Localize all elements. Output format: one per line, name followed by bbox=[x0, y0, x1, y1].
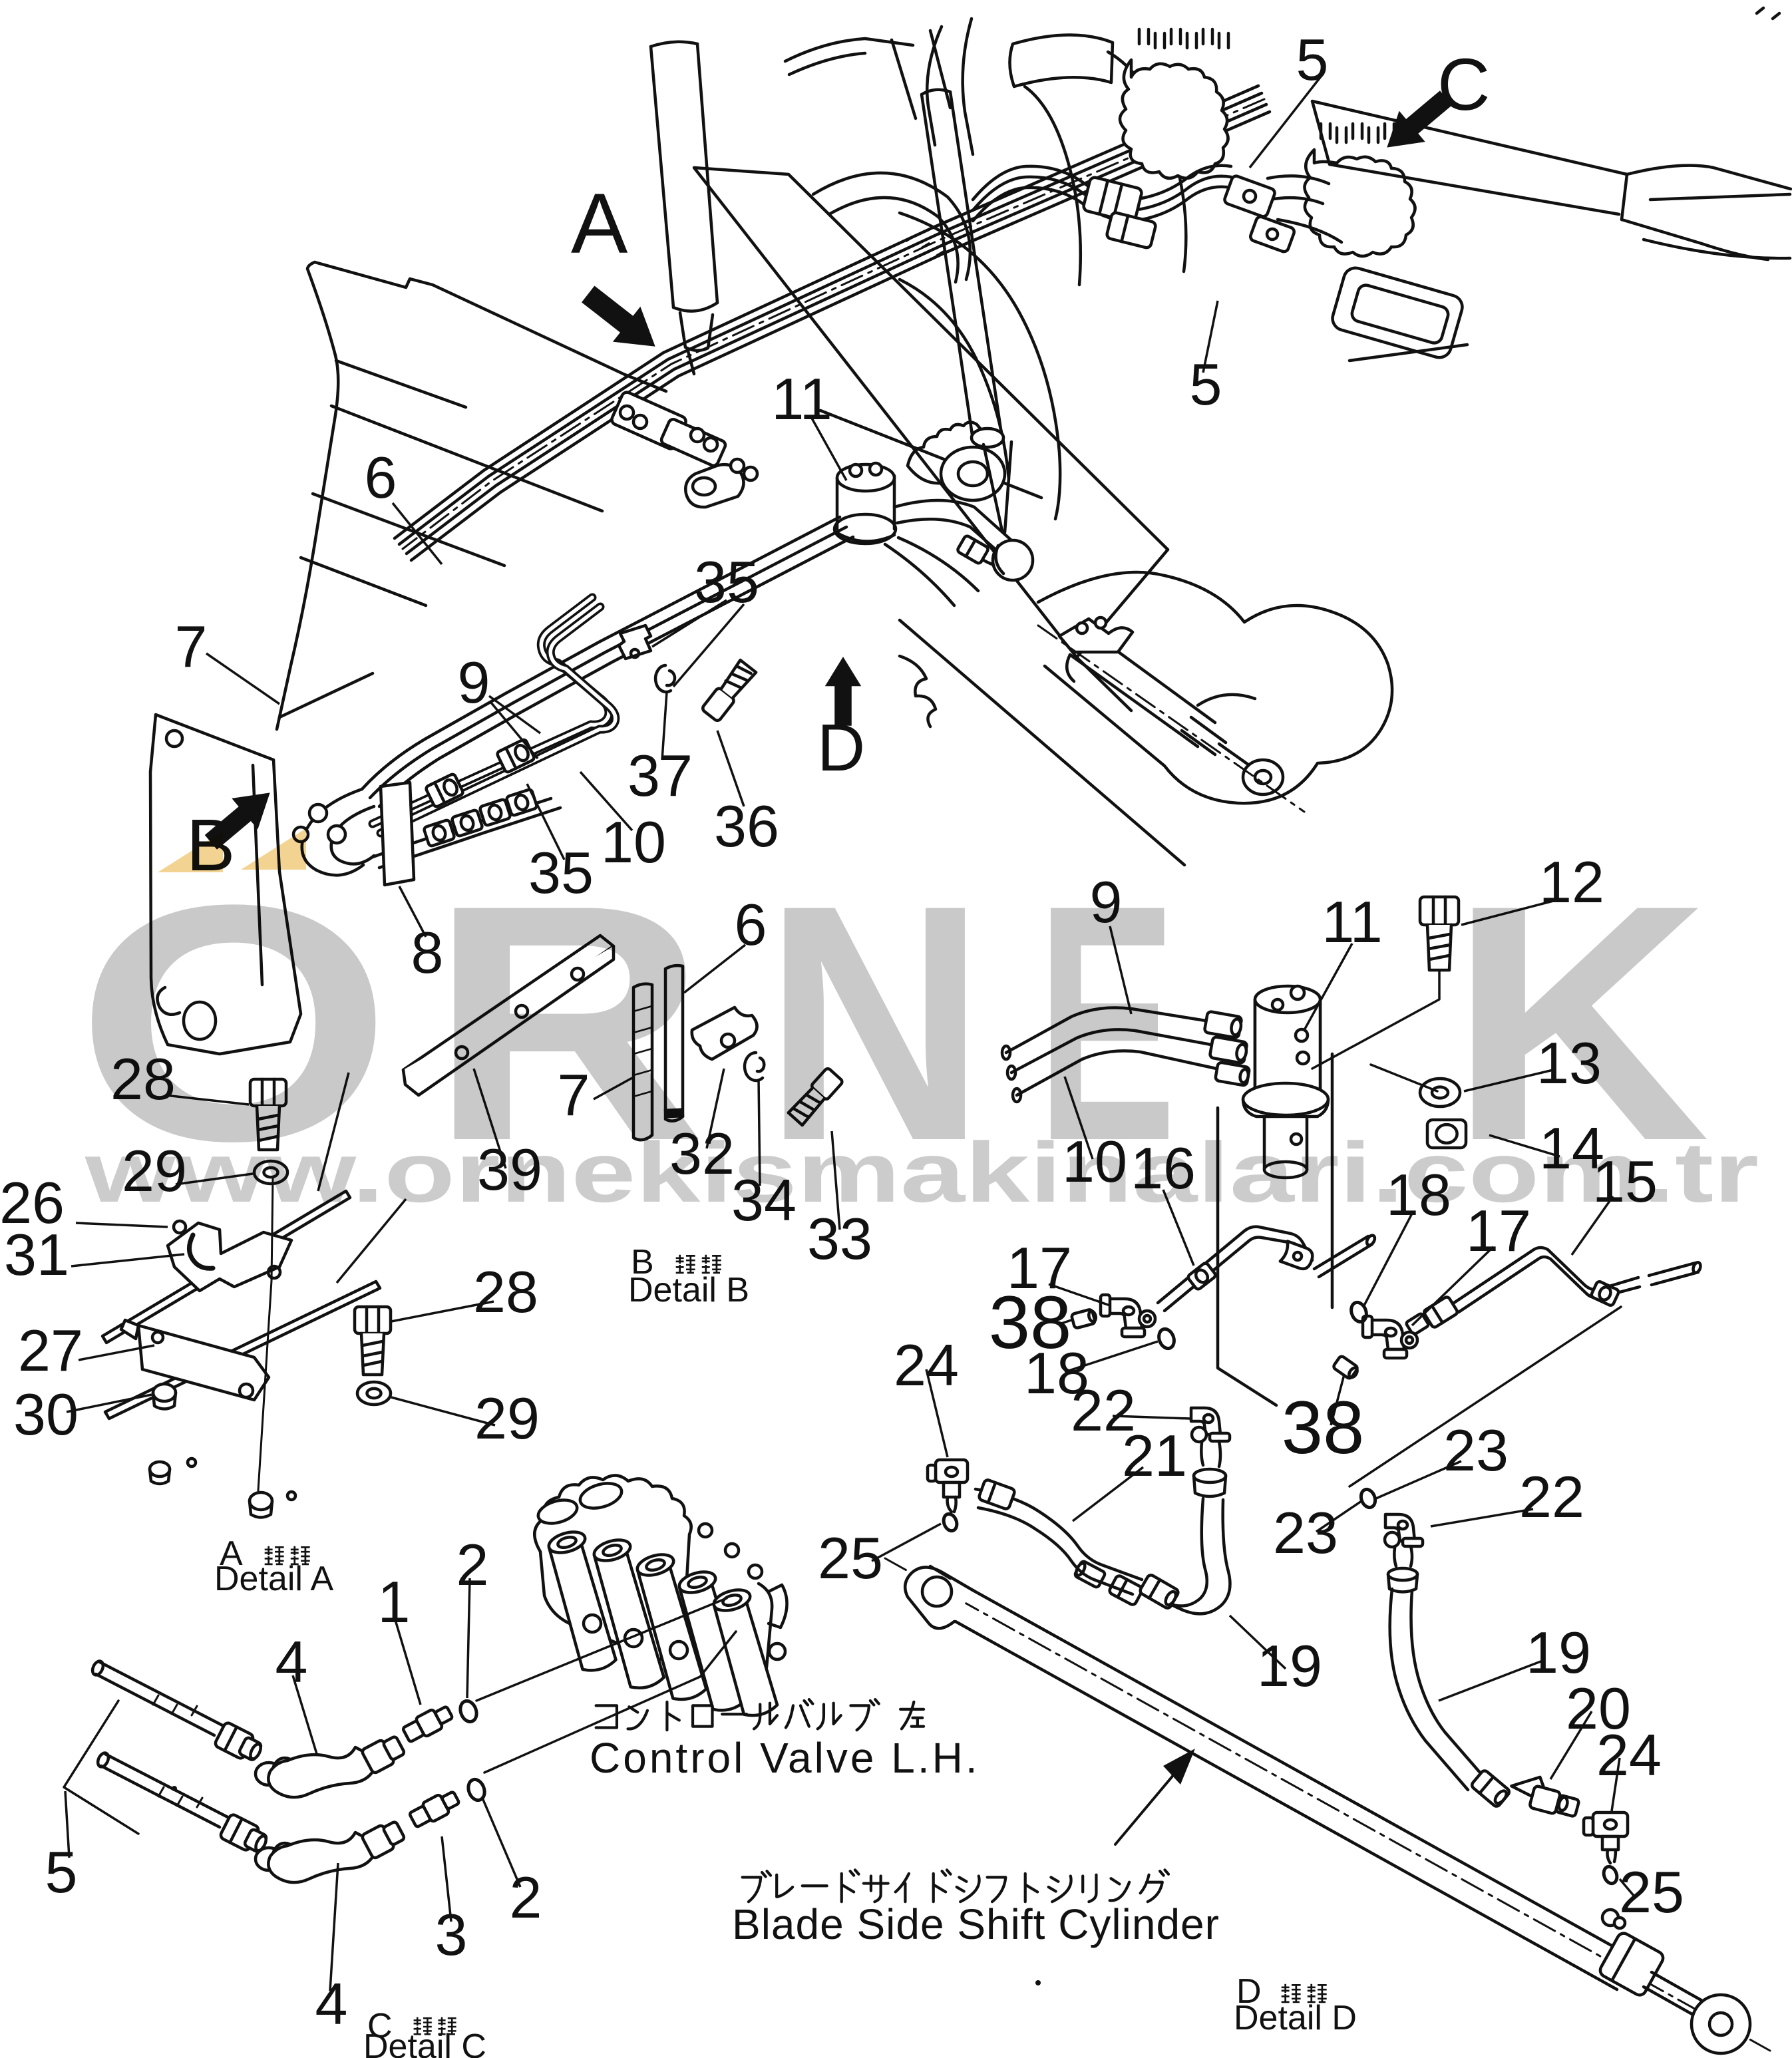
svg-text:29: 29 bbox=[122, 1138, 187, 1204]
svg-text:Control Valve L.H.: Control Valve L.H. bbox=[590, 1734, 980, 1782]
svg-text:18: 18 bbox=[1386, 1162, 1451, 1228]
svg-text:23: 23 bbox=[1443, 1417, 1509, 1483]
svg-text:25: 25 bbox=[1619, 1859, 1684, 1925]
svg-text:36: 36 bbox=[714, 793, 779, 859]
svg-text:11: 11 bbox=[1322, 889, 1382, 955]
svg-text:C: C bbox=[367, 2007, 393, 2045]
svg-text:15: 15 bbox=[1592, 1148, 1658, 1214]
svg-text:37: 37 bbox=[627, 743, 693, 808]
svg-text:39: 39 bbox=[477, 1136, 542, 1202]
svg-text:32: 32 bbox=[669, 1120, 735, 1186]
svg-text:17: 17 bbox=[1007, 1235, 1072, 1301]
svg-text:28: 28 bbox=[473, 1259, 538, 1325]
svg-text:26: 26 bbox=[0, 1170, 65, 1236]
svg-text:R: R bbox=[429, 836, 707, 1211]
svg-text:5: 5 bbox=[45, 1839, 78, 1905]
svg-text:10: 10 bbox=[1062, 1128, 1127, 1194]
svg-text:3: 3 bbox=[435, 1902, 468, 1968]
svg-text:4: 4 bbox=[315, 1971, 348, 2037]
svg-text:14: 14 bbox=[1539, 1115, 1604, 1181]
svg-text:B: B bbox=[631, 1243, 654, 1282]
svg-text:22: 22 bbox=[1071, 1377, 1136, 1443]
svg-text:16: 16 bbox=[1131, 1135, 1196, 1201]
svg-text:30: 30 bbox=[13, 1381, 79, 1447]
svg-text:21: 21 bbox=[1122, 1423, 1187, 1488]
svg-text:24: 24 bbox=[894, 1332, 959, 1398]
svg-text:23: 23 bbox=[1273, 1500, 1338, 1566]
svg-text:11: 11 bbox=[771, 366, 832, 432]
svg-text:13: 13 bbox=[1536, 1030, 1602, 1096]
svg-text:N: N bbox=[764, 836, 986, 1211]
svg-text:38: 38 bbox=[1282, 1386, 1365, 1469]
svg-text:D: D bbox=[1236, 1972, 1262, 2011]
svg-text:31: 31 bbox=[4, 1222, 69, 1287]
svg-text:A: A bbox=[220, 1534, 243, 1573]
svg-text:29: 29 bbox=[474, 1385, 540, 1451]
svg-text:8: 8 bbox=[411, 920, 444, 985]
svg-text:Detail A: Detail A bbox=[214, 1560, 334, 1598]
svg-text:4: 4 bbox=[275, 1629, 308, 1695]
svg-text:12: 12 bbox=[1539, 849, 1604, 915]
svg-text:K: K bbox=[1449, 836, 1710, 1211]
svg-text:9: 9 bbox=[1090, 869, 1123, 935]
svg-text:7: 7 bbox=[558, 1062, 590, 1128]
svg-text:A: A bbox=[571, 176, 628, 271]
svg-text:24: 24 bbox=[1596, 1722, 1662, 1788]
svg-text:6: 6 bbox=[735, 892, 767, 957]
svg-text:19: 19 bbox=[1526, 1620, 1591, 1685]
svg-text:1: 1 bbox=[378, 1569, 411, 1635]
svg-text:6: 6 bbox=[365, 444, 397, 510]
svg-text:2: 2 bbox=[510, 1864, 542, 1930]
svg-text:35: 35 bbox=[694, 549, 759, 615]
svg-text:34: 34 bbox=[731, 1167, 797, 1233]
svg-text:5: 5 bbox=[1190, 351, 1222, 417]
svg-text:E: E bbox=[1037, 836, 1176, 1211]
svg-text:Detail D: Detail D bbox=[1234, 1999, 1357, 2037]
svg-text:O: O bbox=[75, 836, 393, 1211]
svg-text:5: 5 bbox=[1296, 27, 1329, 92]
svg-text:38: 38 bbox=[989, 1281, 1072, 1364]
svg-text:19: 19 bbox=[1257, 1633, 1322, 1699]
svg-text:Detail C: Detail C bbox=[363, 2027, 486, 2058]
svg-text:18: 18 bbox=[1024, 1340, 1089, 1406]
svg-text:20: 20 bbox=[1566, 1675, 1631, 1741]
svg-text:7: 7 bbox=[175, 613, 208, 679]
svg-text:C: C bbox=[1437, 44, 1490, 126]
svg-text:www.ornekismakinalari.com.tr: www.ornekismakinalari.com.tr bbox=[85, 1125, 1759, 1220]
svg-text:17: 17 bbox=[1466, 1198, 1531, 1264]
svg-text:27: 27 bbox=[18, 1317, 83, 1383]
svg-text:2: 2 bbox=[456, 1532, 489, 1598]
svg-text:Detail B: Detail B bbox=[628, 1271, 749, 1309]
svg-text:28: 28 bbox=[110, 1046, 176, 1112]
svg-text:25: 25 bbox=[818, 1525, 883, 1591]
svg-text:22: 22 bbox=[1519, 1464, 1584, 1530]
svg-text:10: 10 bbox=[601, 809, 666, 875]
svg-text:35: 35 bbox=[528, 840, 594, 906]
svg-text:Blade Side Shift Cylinder: Blade Side Shift Cylinder bbox=[732, 1900, 1220, 1948]
svg-text:D: D bbox=[817, 711, 865, 785]
svg-text:9: 9 bbox=[458, 649, 490, 715]
svg-text:33: 33 bbox=[807, 1206, 872, 1272]
